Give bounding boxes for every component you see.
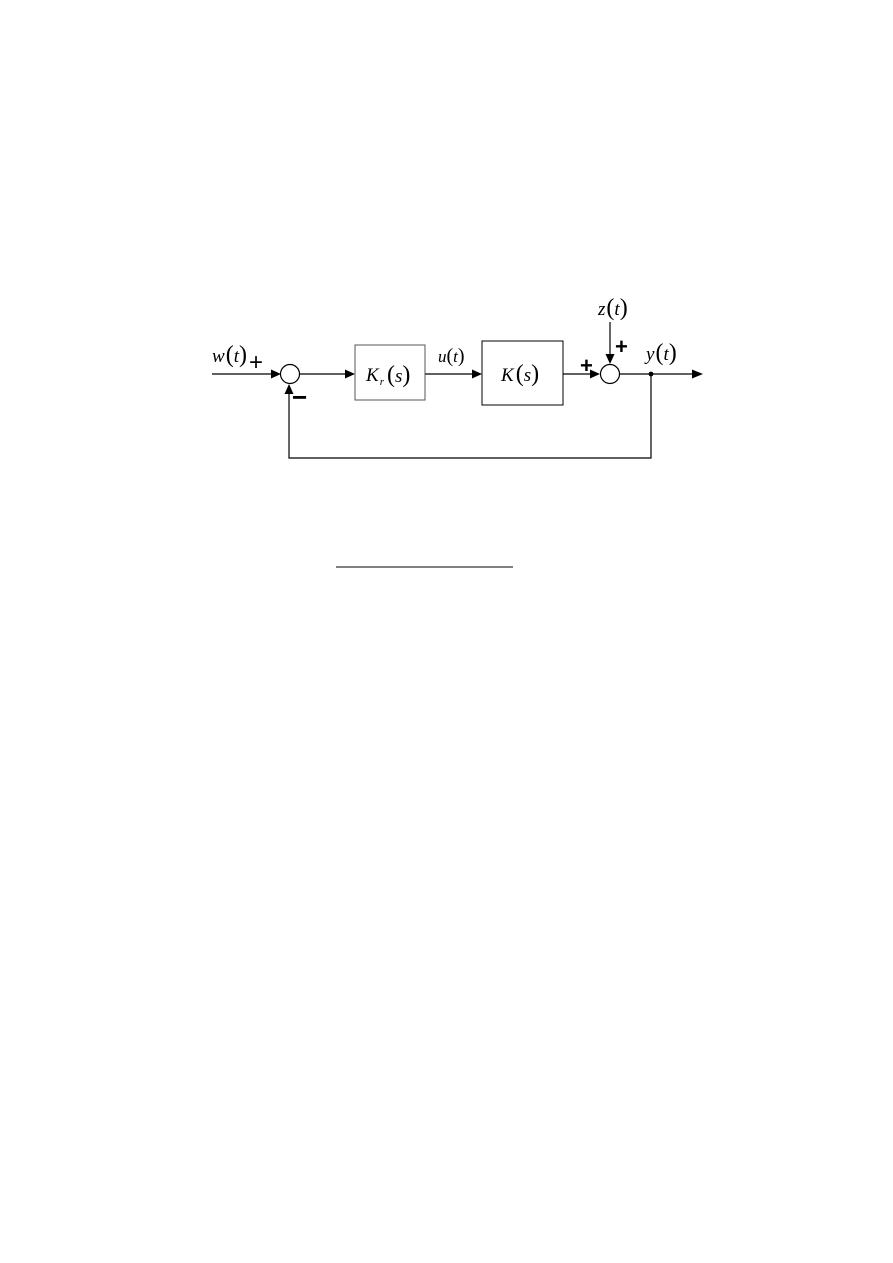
takeoff-point — [648, 371, 654, 377]
summing-junction-disturbance — [599, 363, 621, 385]
reference-arrow — [271, 369, 281, 379]
output-signal-label: y(t) — [644, 340, 677, 366]
reference-signal-label: w(t) — [212, 342, 247, 368]
output-arrow — [692, 369, 703, 379]
controller-label: Kr(s) — [365, 362, 410, 388]
summing-junction-reference — [279, 363, 301, 385]
reference-plus-sign: + — [249, 349, 263, 376]
disturbance-signal-label: z(t) — [597, 295, 628, 321]
plant-label: K(s) — [500, 361, 539, 387]
controller-block: Kr(s) — [354, 344, 426, 401]
control-signal-label: u(t) — [438, 345, 465, 367]
signal-lines — [212, 322, 703, 459]
feedback-line — [288, 374, 652, 459]
plant-output-arrow — [590, 369, 600, 379]
plant-plus-sign: + — [580, 353, 593, 378]
error-arrow — [345, 369, 355, 379]
feedback-arrow — [284, 384, 294, 394]
controller-block-frame — [354, 344, 426, 401]
feedback-minus-sign: − — [292, 382, 307, 412]
plant-block: K(s) — [481, 340, 564, 406]
plant-block-frame — [481, 340, 564, 406]
disturbance-plus-sign: + — [615, 334, 628, 359]
control-arrow — [472, 369, 482, 379]
disturbance-arrow — [605, 354, 615, 364]
